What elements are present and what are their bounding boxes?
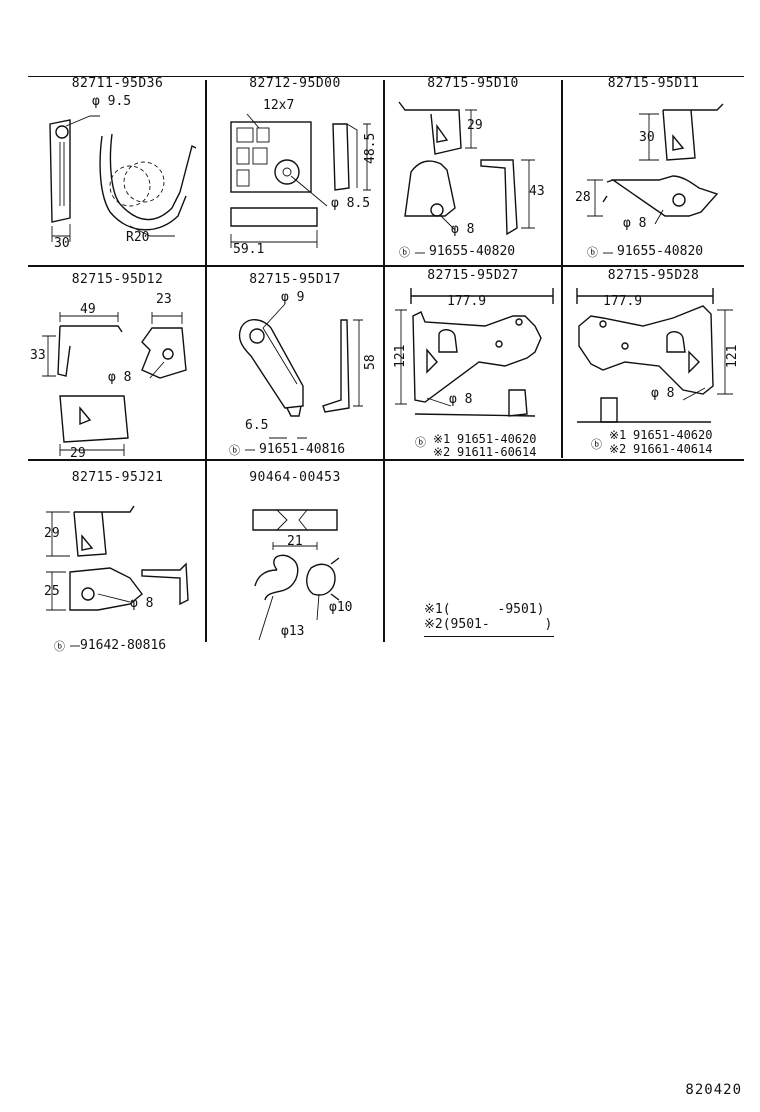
dim-height: 121 — [725, 344, 740, 368]
dim-spacing: 21 — [287, 534, 303, 549]
dim-radius: R20 — [126, 230, 150, 245]
svg-text:ⓑ: ⓑ — [399, 246, 410, 259]
dim-diameter: φ 9.5 — [92, 94, 132, 109]
footnote-underline — [424, 636, 554, 637]
dim-diameter: φ 8 — [449, 392, 473, 407]
dim-width: 6.5 — [245, 418, 269, 433]
part-number: 82711-95D36 — [71, 76, 164, 91]
dim-width: 177.9 — [603, 294, 643, 309]
dim-height: 58 — [363, 354, 378, 370]
dim-small-diameter: φ10 — [329, 600, 353, 615]
dim-width-small: 23 — [156, 292, 172, 307]
part-82715-95D27: 82715-95D27 ⓑ 177.9 121 φ 8 ※1 91651-406… — [385, 266, 561, 459]
part-82715-95J21: 82715-95J21 ⓑ 29 25 φ 8 91642-80816 — [30, 460, 205, 653]
dim-height-side: 43 — [529, 184, 545, 199]
bolt-part-number-1: 91651-40620 — [633, 428, 713, 442]
dim-diameter: φ 8 — [651, 386, 675, 401]
dim-large-diameter: φ13 — [281, 624, 305, 639]
grid-col1-line — [205, 80, 207, 642]
bolt-part-number: 91651-40816 — [259, 442, 346, 457]
dim-height-lower: 25 — [44, 584, 60, 599]
mark-2: ※2 — [609, 442, 627, 456]
part-number: 82715-95D17 — [249, 272, 341, 287]
bracket-drawing: ⓑ — [587, 103, 724, 259]
bracket-drawing: ⓑ — [398, 101, 535, 259]
dim-slot: 12x7 — [263, 98, 295, 113]
dim-diameter: φ 9 — [281, 290, 305, 305]
svg-text:ⓑ: ⓑ — [591, 438, 602, 451]
dim-width: 59.1 — [233, 242, 265, 257]
diagram-code: 820420 — [685, 1082, 742, 1098]
dim-height-upper: 29 — [44, 526, 60, 541]
clip-drawing — [252, 509, 340, 641]
part-82711-95D36: 82711-95D36 φ 9.5 30 R20 — [30, 76, 205, 265]
part-number: 82712-95D00 — [249, 76, 341, 91]
dim-diameter: φ 8 — [108, 370, 132, 385]
part-number: 90464-00453 — [249, 470, 341, 485]
svg-text:ⓑ: ⓑ — [415, 436, 426, 449]
part-90464-00453: 90464-00453 21 φ10 φ13 — [207, 460, 383, 650]
grid-row1-line — [28, 265, 744, 267]
mark-1: ※1 — [433, 432, 451, 446]
dim-diameter: φ 8 — [130, 596, 154, 611]
grid-col2-line — [383, 80, 385, 642]
part-82715-95D11: 82715-95D11 ⓑ 30 28 φ 8 91655-40820 — [563, 76, 744, 265]
dim-height: 33 — [30, 348, 46, 363]
dim-diameter: φ 8 — [451, 222, 475, 237]
part-82715-95D28: 82715-95D28 ⓑ 177.9 121 φ 8 ※1 91651-406… — [563, 266, 744, 459]
dim-diameter: φ 8.5 — [331, 196, 371, 211]
dim-height: 48.5 — [363, 132, 378, 164]
part-82715-95D10: 82715-95D10 ⓑ 29 43 φ 8 91655-40820 — [385, 76, 561, 265]
svg-text:ⓑ: ⓑ — [229, 444, 240, 457]
part-number: 82715-95D27 — [427, 268, 519, 283]
bolt-part-number: 91655-40820 — [429, 244, 516, 259]
dim-diameter: φ 8 — [623, 216, 647, 231]
dim-width-lower: 29 — [70, 446, 86, 461]
dim-height-lower: 28 — [575, 190, 591, 205]
bracket-drawing: ⓑ — [229, 303, 363, 457]
part-number: 82715-95D10 — [427, 76, 519, 91]
bolt-part-number-1: 91651-40620 — [457, 432, 537, 446]
dim-height: 121 — [393, 344, 408, 368]
svg-text:ⓑ: ⓑ — [587, 246, 598, 259]
dim-width: 49 — [80, 302, 96, 317]
applicability-footnote: ※1( -9501) ※2(9501- ) — [424, 602, 554, 637]
bracket-drawing: ⓑ — [576, 288, 733, 451]
dim-height-upper: 30 — [639, 130, 655, 145]
grid-top-line — [28, 76, 744, 77]
mark-1: ※1 — [609, 428, 627, 442]
part-82712-95D00: 82712-95D00 12x7 48.5 φ 8.5 59.1 — [207, 76, 383, 265]
part-number: 82715-95J21 — [71, 470, 164, 485]
svg-text:ⓑ: ⓑ — [54, 640, 65, 653]
footnote-1: ※1( -9501) — [424, 602, 545, 617]
bolt-part-number: 91655-40820 — [617, 244, 704, 259]
bolt-part-number-2: 91611-60614 — [457, 445, 537, 459]
bracket-drawing: ⓑ — [46, 505, 189, 653]
dim-width: 177.9 — [447, 294, 487, 309]
mark-2: ※2 — [433, 445, 451, 459]
part-number: 82715-95D28 — [607, 268, 700, 283]
part-number: 82715-95D11 — [607, 76, 700, 91]
part-82715-95D17: 82715-95D17 ⓑ φ 9 58 6.5 91651-40816 — [207, 266, 383, 459]
bracket-drawing: ⓑ — [395, 288, 554, 449]
dim-height-upper: 29 — [467, 118, 483, 133]
clamp-drawing — [49, 115, 197, 242]
part-82715-95D12: 82715-95D12 49 23 33 φ 8 29 — [30, 266, 205, 461]
bracket-drawing — [230, 113, 371, 248]
bolt-part-number: 91642-80816 — [80, 638, 167, 653]
footnote-2: ※2(9501- ) — [424, 617, 553, 632]
grid-col3-line — [561, 80, 563, 458]
bolt-part-number-2: 91661-40614 — [633, 442, 713, 456]
dim-width: 30 — [54, 236, 70, 251]
part-number: 82715-95D12 — [71, 272, 164, 287]
bracket-drawing — [42, 312, 187, 456]
grid-row2-line — [28, 459, 744, 461]
